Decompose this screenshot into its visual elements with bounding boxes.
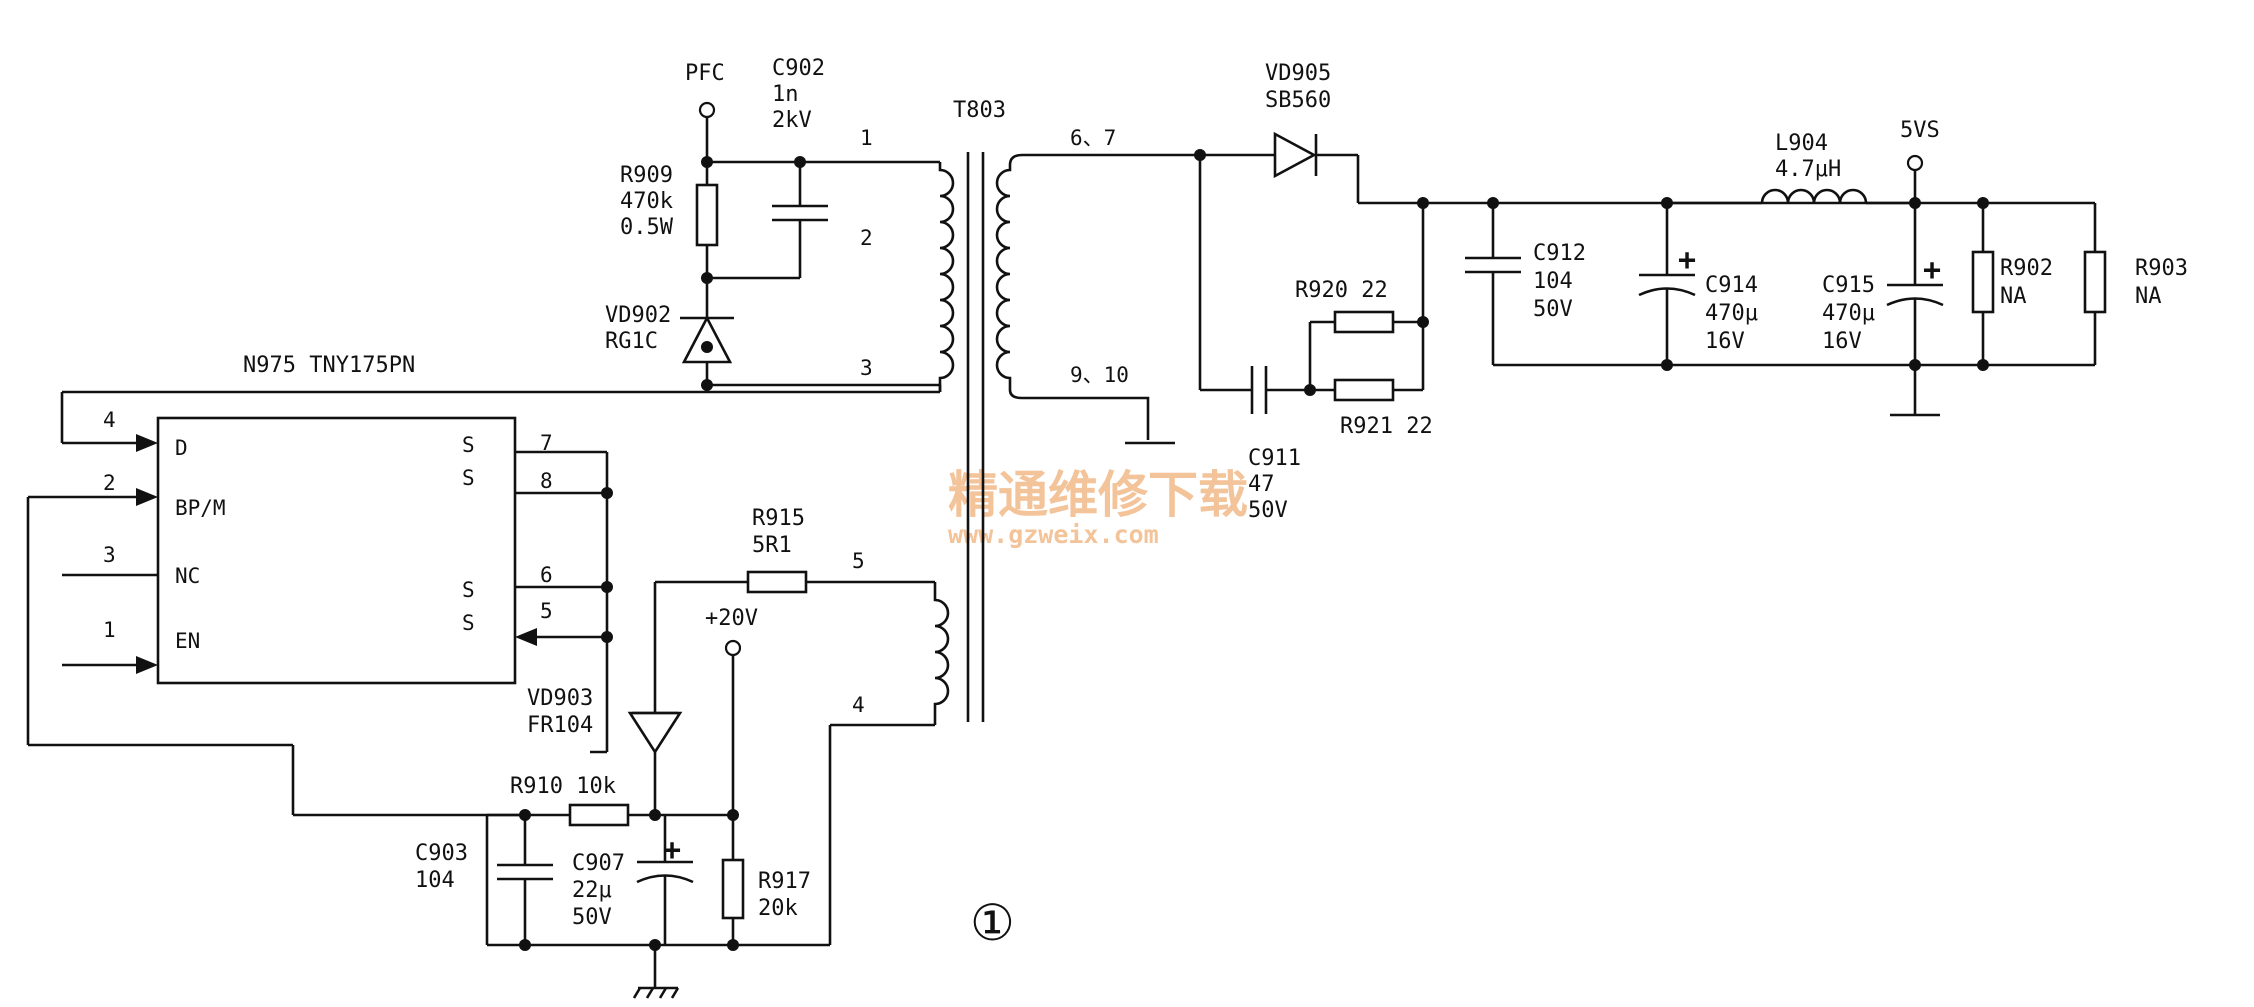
t803-primary-winding [938, 162, 955, 392]
label-5vs: 5VS [1900, 118, 1940, 143]
label-c902-name: C902 [772, 56, 825, 81]
ic-pin-s2: S [462, 466, 475, 490]
label-c914-value1: 470μ [1705, 301, 1758, 326]
label-r903-name: R903 [2135, 256, 2188, 281]
label-vd902-value: RG1C [605, 329, 658, 354]
label-r909-value2: 0.5W [620, 215, 674, 240]
ic-pin-s4: S [462, 611, 475, 635]
label-vd902-name: VD902 [605, 303, 671, 328]
label-vd905-value: SB560 [1265, 88, 1331, 113]
label-c902-value1: 1n [772, 82, 799, 107]
label-r902-name: R902 [2000, 256, 2053, 281]
label-c911-value1: 47 [1248, 472, 1275, 497]
vd902-diode [681, 315, 733, 364]
pin-number-3: 3 [103, 543, 116, 567]
ic-pin-s3: S [462, 578, 475, 602]
label-r920: R920 22 [1295, 278, 1388, 303]
label-r915-name: R915 [752, 506, 805, 531]
output-filter: + + [1465, 154, 2107, 417]
label-vd903-name: VD903 [527, 686, 593, 711]
label-r921: R921 22 [1340, 414, 1433, 439]
ic-pin-s1: S [462, 433, 475, 457]
label-c914-name: C914 [1705, 273, 1758, 298]
label-l904-name: L904 [1775, 131, 1828, 156]
label-vd903-value: FR104 [527, 713, 593, 738]
pin-number-5: 5 [540, 599, 553, 623]
ic-pin-en: EN [175, 629, 200, 653]
primary-snubber [60, 101, 942, 452]
label-c902-value2: 2kV [772, 108, 812, 133]
label-c911-name: C911 [1248, 446, 1301, 471]
r917-resistor [721, 858, 745, 920]
r915-resistor [746, 570, 808, 594]
r910-resistor [568, 803, 630, 827]
label-c907-value2: 50V [572, 905, 612, 930]
svg-text:+: + [1923, 253, 1941, 288]
pin-number-6: 6 [540, 563, 553, 587]
label-c915-name: C915 [1822, 273, 1875, 298]
pin-number-2: 2 [103, 471, 116, 495]
label-20v: +20V [705, 606, 758, 631]
label-c912-value1: 104 [1533, 269, 1573, 294]
t803-core [966, 152, 985, 722]
r902-resistor [1971, 250, 1995, 314]
vd903-diode [627, 711, 683, 755]
svg-text:+: + [1678, 243, 1696, 278]
label-r917-name: R917 [758, 869, 811, 894]
label-c914-value2: 16V [1705, 329, 1745, 354]
label-r903-value: NA [2135, 284, 2162, 309]
ic-n975 [26, 416, 613, 817]
t803-aux-winding [933, 582, 950, 725]
transformer-pin-9-10: 9、10 [1070, 363, 1129, 387]
label-r915-value: 5R1 [752, 533, 792, 558]
label-r909-value1: 470k [620, 189, 673, 214]
transformer-pin-4: 4 [852, 693, 865, 717]
r920-resistor [1333, 310, 1395, 334]
ic-pin-bpm: BP/M [175, 496, 226, 520]
pin-number-8: 8 [540, 469, 553, 493]
r909-resistor [695, 183, 719, 247]
svg-text:+: + [663, 833, 681, 868]
t803-secondary-winding [995, 165, 1012, 390]
label-n975: N975 TNY175PN [243, 353, 415, 378]
label-c911-value2: 50V [1248, 498, 1288, 523]
r903-resistor [2083, 250, 2107, 314]
label-r902-value: NA [2000, 284, 2027, 309]
label-c903-value: 104 [415, 868, 455, 893]
transformer-pin-5: 5 [852, 549, 865, 573]
label-l904-value: 4.7μH [1775, 157, 1841, 182]
transformer-pin-3: 3 [860, 356, 873, 380]
pin-number-4: 4 [103, 408, 116, 432]
ic-pin-nc: NC [175, 564, 200, 588]
pin-number-1: 1 [103, 618, 116, 642]
label-r909-name: R909 [620, 163, 673, 188]
label-c903-name: C903 [415, 841, 468, 866]
transformer-pin-2: 2 [860, 226, 873, 250]
label-c912-value2: 50V [1533, 297, 1573, 322]
label-r917-value: 20k [758, 896, 798, 921]
vd905-diode [1273, 131, 1317, 179]
label-c907-name: C907 [572, 851, 625, 876]
label-c907-value1: 22μ [572, 878, 612, 903]
ic-pin-d: D [175, 436, 188, 460]
label-t803: T803 [953, 98, 1006, 123]
watermark-url: www.gzweix.com [948, 520, 1159, 549]
watermark-chinese: 精通维修下载 [948, 466, 1248, 524]
label-c915-value1: 470μ [1822, 301, 1875, 326]
pin-number-7: 7 [540, 431, 553, 455]
transformer-pin-6-7: 6、7 [1070, 126, 1116, 150]
aux-bias-circuit: + [485, 570, 950, 999]
l904-inductor [1760, 188, 1868, 204]
label-pfc: PFC [685, 61, 725, 86]
label-vd905-name: VD905 [1265, 61, 1331, 86]
r921-resistor [1333, 378, 1395, 402]
label-r910: R910 10k [510, 774, 616, 799]
label-c912-name: C912 [1533, 241, 1586, 266]
label-c915-value2: 16V [1822, 329, 1862, 354]
transformer-pin-1: 1 [860, 126, 873, 150]
figure-number: ① [970, 894, 1015, 952]
